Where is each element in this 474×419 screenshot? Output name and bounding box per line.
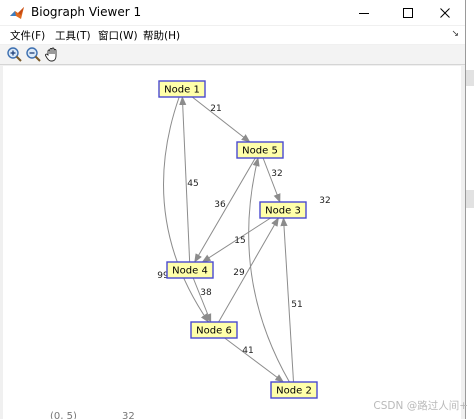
- edge-node6-to-node3[interactable]: [218, 217, 279, 323]
- edge-line: [262, 157, 281, 203]
- node-label: Node 4: [172, 266, 208, 277]
- node-label: Node 5: [242, 146, 278, 157]
- edge-node4-to-node1[interactable]: [179, 96, 191, 263]
- edge-weight-label: 15: [234, 236, 245, 246]
- node-label: Node 6: [196, 326, 232, 337]
- edge-line: [163, 96, 210, 323]
- zoom-in-icon[interactable]: [6, 46, 23, 63]
- edge-line: [191, 96, 251, 143]
- scrollbar-segment[interactable]: [466, 190, 474, 208]
- zoom-out-icon[interactable]: [25, 46, 42, 63]
- edge-weight-label: 32: [271, 169, 282, 179]
- graph-node-node1[interactable]: Node 1: [158, 80, 206, 98]
- edge-node1-to-node6[interactable]: [163, 96, 210, 323]
- edge-line: [201, 217, 271, 263]
- title-bar[interactable]: Biograph Viewer 1: [0, 0, 465, 25]
- node-box: [236, 141, 284, 159]
- edge-node5-to-node4[interactable]: [194, 157, 256, 263]
- graph-node-node4[interactable]: Node 4: [166, 261, 214, 279]
- edge-weight-label: 21: [210, 104, 221, 114]
- edge-weight-label: 32: [319, 196, 330, 206]
- node-box: [166, 261, 214, 279]
- edge-weight-label: 51: [291, 300, 302, 310]
- edge-line: [179, 96, 191, 263]
- edge-line: [248, 157, 290, 383]
- graph-node-node3[interactable]: Node 3: [259, 201, 307, 219]
- graph-svg: 21 32 36 45 15 29 38 99 51 32 41 Node 1 Node 5 Node …: [157, 80, 331, 399]
- menu-file[interactable]: 文件(F): [10, 30, 46, 42]
- edge-node1-to-node5[interactable]: [191, 96, 251, 143]
- edge-node4-to-node6[interactable]: [192, 277, 212, 323]
- node-label: Node 2: [276, 386, 312, 397]
- node-box: [158, 80, 206, 98]
- edge-weight-label: 41: [242, 346, 253, 356]
- pan-hand-icon[interactable]: [44, 46, 61, 63]
- window-title: Biograph Viewer 1: [31, 5, 142, 19]
- edge-line: [194, 157, 256, 263]
- node-label: Node 3: [265, 206, 301, 217]
- toolbar: [0, 45, 465, 65]
- graph-node-node5[interactable]: Node 5: [236, 141, 284, 159]
- dock-arrow-icon[interactable]: ↘: [451, 29, 459, 39]
- maximize-button[interactable]: [388, 0, 428, 25]
- edge-line: [192, 277, 212, 323]
- menu-help[interactable]: 帮助(H): [143, 30, 181, 42]
- edge-line: [224, 337, 285, 383]
- menu-window[interactable]: 窗口(W): [98, 30, 138, 42]
- node-box: [270, 381, 318, 399]
- edge-node5-to-node3[interactable]: [262, 157, 281, 203]
- scrollbar-segment[interactable]: [466, 70, 474, 86]
- node-box: [259, 201, 307, 219]
- graph-canvas[interactable]: 21 32 36 45 15 29 38 99 51 32 41 Node 1 Node 5 Node …: [3, 66, 461, 419]
- edge-weight-label: 45: [187, 179, 198, 189]
- bottom-fragment-right: 32: [122, 411, 135, 419]
- watermark: CSDN @路过人间+: [373, 400, 468, 412]
- bottom-fragment-left: (0, 5): [50, 411, 77, 419]
- edge-weight-label: 29: [233, 268, 245, 278]
- minimize-button[interactable]: [344, 0, 384, 25]
- edge-weight-label: 99: [157, 271, 169, 281]
- menu-bar: 文件(F) 工具(T) 窗口(W) 帮助(H) ↘: [0, 26, 465, 44]
- close-button[interactable]: [425, 0, 465, 25]
- edge-node2-to-node3[interactable]: [280, 217, 295, 383]
- close-icon: [440, 7, 450, 18]
- edge-weight-label: 38: [200, 288, 212, 298]
- edge-node6-to-node2[interactable]: [224, 337, 285, 383]
- node-box: [190, 321, 238, 339]
- edge-node3-to-node4[interactable]: [201, 217, 271, 263]
- node-label: Node 1: [164, 85, 200, 96]
- matlab-icon: [10, 7, 24, 19]
- minimize-icon: [359, 12, 369, 14]
- edge-node2-to-node5[interactable]: [248, 157, 290, 383]
- graph-node-node2[interactable]: Node 2: [270, 381, 318, 399]
- maximize-icon: [403, 7, 413, 18]
- edge-line: [218, 217, 279, 323]
- edge-line: [280, 217, 295, 383]
- edge-weight-label: 36: [214, 200, 226, 210]
- graph-node-node6[interactable]: Node 6: [190, 321, 238, 339]
- menu-tools[interactable]: 工具(T): [55, 30, 91, 42]
